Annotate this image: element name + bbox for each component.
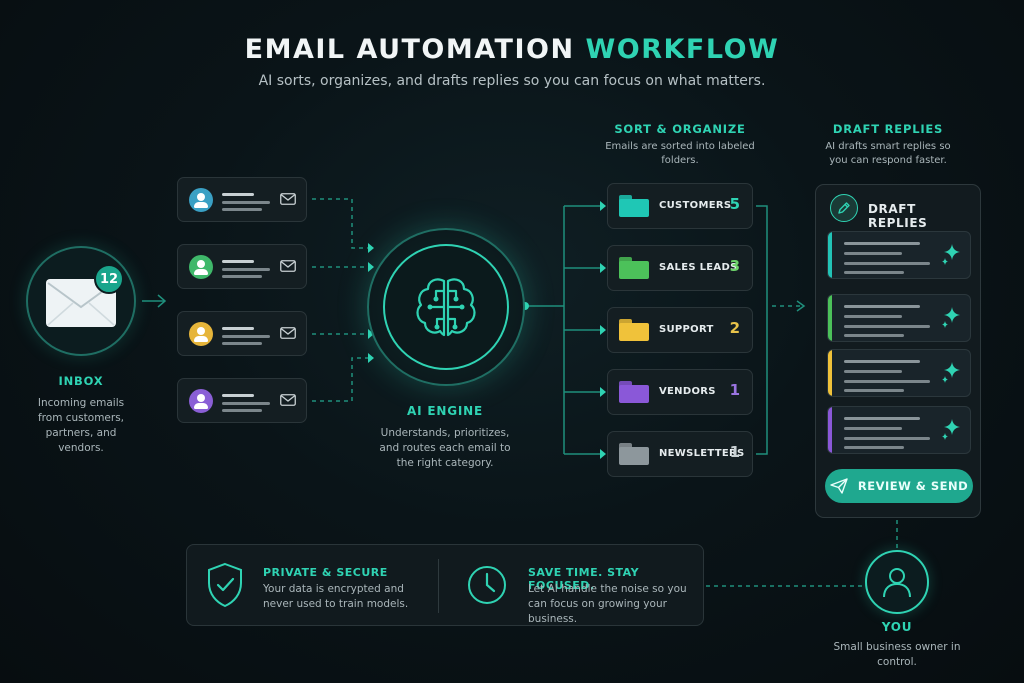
- page-subtitle: AI sorts, organizes, and drafts replies …: [258, 73, 766, 89]
- sort-heading: SORT & ORGANIZE: [614, 122, 746, 136]
- ai-engine-core: [383, 244, 509, 370]
- email-card-1[interactable]: [177, 177, 307, 222]
- folder-name: NEWSLETTERS: [659, 448, 745, 459]
- shield-icon: [208, 562, 242, 608]
- folder-newsletters[interactable]: NEWSLETTERS 1: [607, 431, 753, 477]
- secure-text: Your data is encrypted and never used to…: [263, 583, 409, 610]
- secure-heading: PRIVATE & SECURE: [263, 566, 388, 579]
- folder-icon: [619, 257, 649, 279]
- sparkle-icon: [942, 419, 960, 440]
- folder-count: 2: [729, 319, 740, 337]
- folder-name: VENDORS: [659, 386, 716, 397]
- folder-icon: [619, 443, 649, 465]
- folder-support[interactable]: SUPPORT 2: [607, 307, 753, 353]
- sparkle-icon: [942, 244, 960, 265]
- folder-count: 3: [729, 257, 740, 275]
- benefits-box: PRIVATE & SECURE Your data is encrypted …: [186, 544, 704, 626]
- draft-reply-card-3[interactable]: [827, 349, 971, 397]
- title-main: EMAIL AUTOMATION: [244, 34, 575, 65]
- draft-replies-panel: DRAFT REPLIES REVIEW & SEND: [815, 184, 981, 518]
- inbox-description: Incoming emails from customers, partners…: [37, 397, 125, 454]
- time-text: Let AI handle the noise so you can focus…: [528, 583, 687, 625]
- email-card-4[interactable]: [177, 378, 307, 423]
- folder-vendors[interactable]: VENDORS 1: [607, 369, 753, 415]
- avatar: [189, 389, 213, 413]
- avatar: [189, 255, 213, 279]
- engine-description: Understands, prioritizes, and routes eac…: [379, 427, 511, 469]
- folder-name: CUSTOMERS: [659, 200, 732, 211]
- mail-icon: [280, 193, 296, 205]
- folder-count: 1: [729, 443, 740, 461]
- folder-sales-leads[interactable]: SALES LEADS 3: [607, 245, 753, 291]
- draft-reply-card-1[interactable]: [827, 231, 971, 279]
- clock-icon: [468, 566, 506, 604]
- folder-count: 1: [729, 381, 740, 399]
- mail-icon: [280, 327, 296, 339]
- send-icon: [830, 478, 848, 494]
- you-label: YOU: [881, 620, 913, 634]
- folder-icon: [619, 195, 649, 217]
- inbox-count-badge: 12: [94, 264, 124, 294]
- mail-icon: [280, 260, 296, 272]
- review-send-button[interactable]: REVIEW & SEND: [825, 469, 973, 503]
- page-title: EMAIL AUTOMATION WORKFLOW: [0, 34, 1024, 65]
- user-icon: [883, 568, 911, 598]
- folder-name: SUPPORT: [659, 324, 714, 335]
- user-node: [865, 550, 929, 614]
- engine-label: AI ENGINE: [407, 404, 483, 418]
- sparkle-icon: [942, 307, 960, 328]
- folder-name: SALES LEADS: [659, 262, 738, 273]
- avatar: [189, 322, 213, 346]
- pen-icon: [830, 194, 858, 222]
- you-description: Small business owner in control.: [833, 641, 961, 668]
- folder-customers[interactable]: CUSTOMERS 5: [607, 183, 753, 229]
- review-send-label: REVIEW & SEND: [857, 479, 969, 493]
- divider: [438, 559, 439, 613]
- email-card-3[interactable]: [177, 311, 307, 356]
- inbox-label: INBOX: [58, 374, 104, 388]
- title-accent: WORKFLOW: [585, 34, 780, 65]
- mail-icon: [280, 394, 296, 406]
- folder-icon: [619, 381, 649, 403]
- sort-subtext: Emails are sorted into labeled folders.: [605, 141, 755, 166]
- avatar: [189, 188, 213, 212]
- draft-subtext: AI drafts smart replies so you can respo…: [825, 141, 951, 166]
- time-heading: SAVE TIME. STAY FOCUSED.: [528, 566, 640, 592]
- email-card-2[interactable]: [177, 244, 307, 289]
- draft-heading: DRAFT REPLIES: [832, 122, 944, 136]
- folder-icon: [619, 319, 649, 341]
- draft-panel-title: DRAFT REPLIES: [868, 202, 928, 230]
- draft-reply-card-2[interactable]: [827, 294, 971, 342]
- brain-icon: [416, 278, 476, 337]
- draft-reply-card-4[interactable]: [827, 406, 971, 454]
- sparkle-icon: [942, 362, 960, 383]
- folder-count: 5: [729, 195, 740, 213]
